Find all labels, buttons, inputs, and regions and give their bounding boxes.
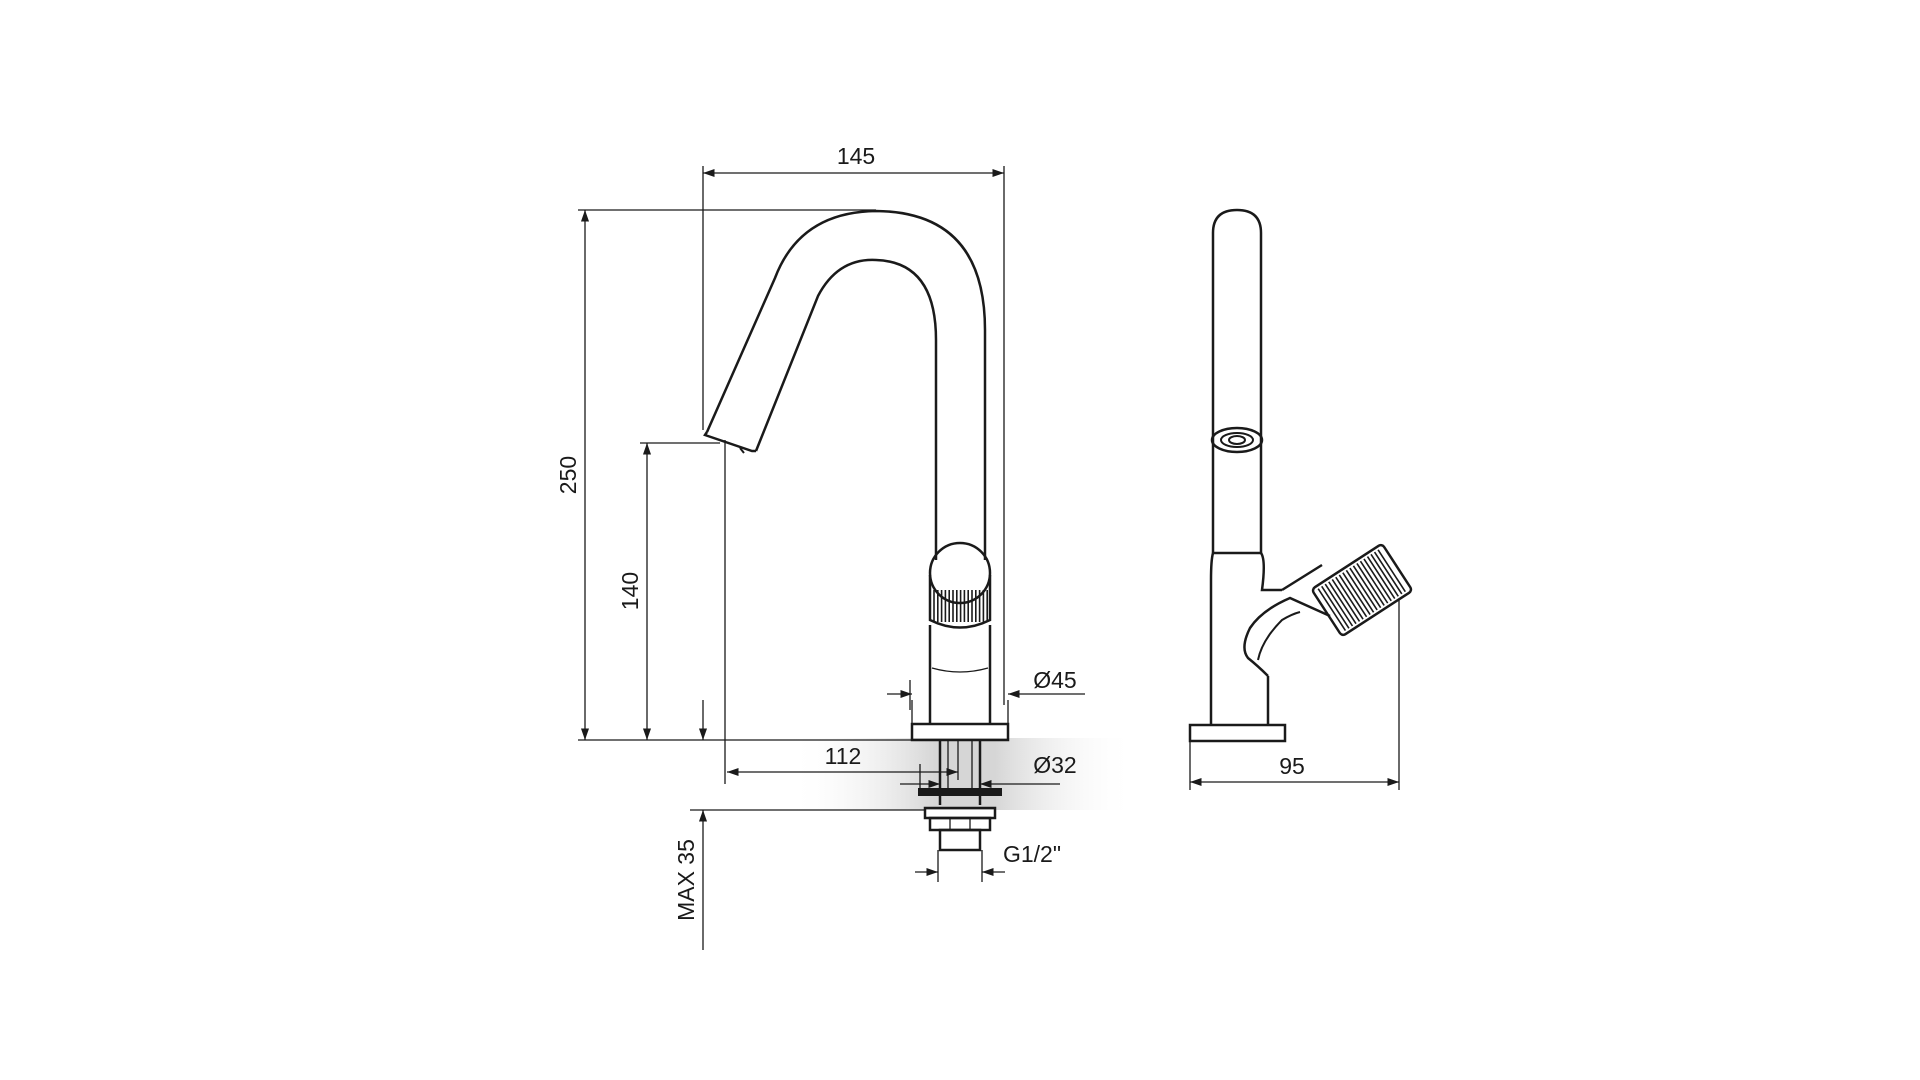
dim-diameter-45-label: Ø45 <box>1033 667 1076 693</box>
front-dimensions: 145 250 140 Ø45 112 Ø32 G1/2" MAX 35 <box>555 143 1085 950</box>
spout-outer <box>705 209 987 560</box>
side-tube <box>1211 208 1263 553</box>
dim-145-label: 145 <box>837 143 875 169</box>
dim-112-label: 112 <box>825 743 862 769</box>
spout-inner <box>754 258 938 560</box>
side-base-plate <box>1188 723 1287 743</box>
side-dimensions: 95 <box>1189 600 1400 790</box>
dim-140-label: 140 <box>617 572 643 610</box>
dim-thread-label: G1/2" <box>1003 841 1061 867</box>
dim-max-35-label: MAX 35 <box>673 839 699 921</box>
side-handle-connector <box>1243 563 1331 725</box>
front-view-faucet <box>703 209 1010 852</box>
base-plate <box>910 722 1010 742</box>
side-handle-knob <box>1311 543 1413 637</box>
spout-tip <box>703 431 756 453</box>
body-lower <box>928 625 992 725</box>
dim-diameter-32-label: Ø32 <box>1033 752 1076 778</box>
dim-250-label: 250 <box>555 456 581 494</box>
shank <box>918 740 1002 852</box>
aerator-icon <box>1210 426 1264 454</box>
handle-knob <box>928 541 992 629</box>
dim-95-label: 95 <box>1279 753 1305 779</box>
side-view-faucet <box>1188 208 1413 743</box>
